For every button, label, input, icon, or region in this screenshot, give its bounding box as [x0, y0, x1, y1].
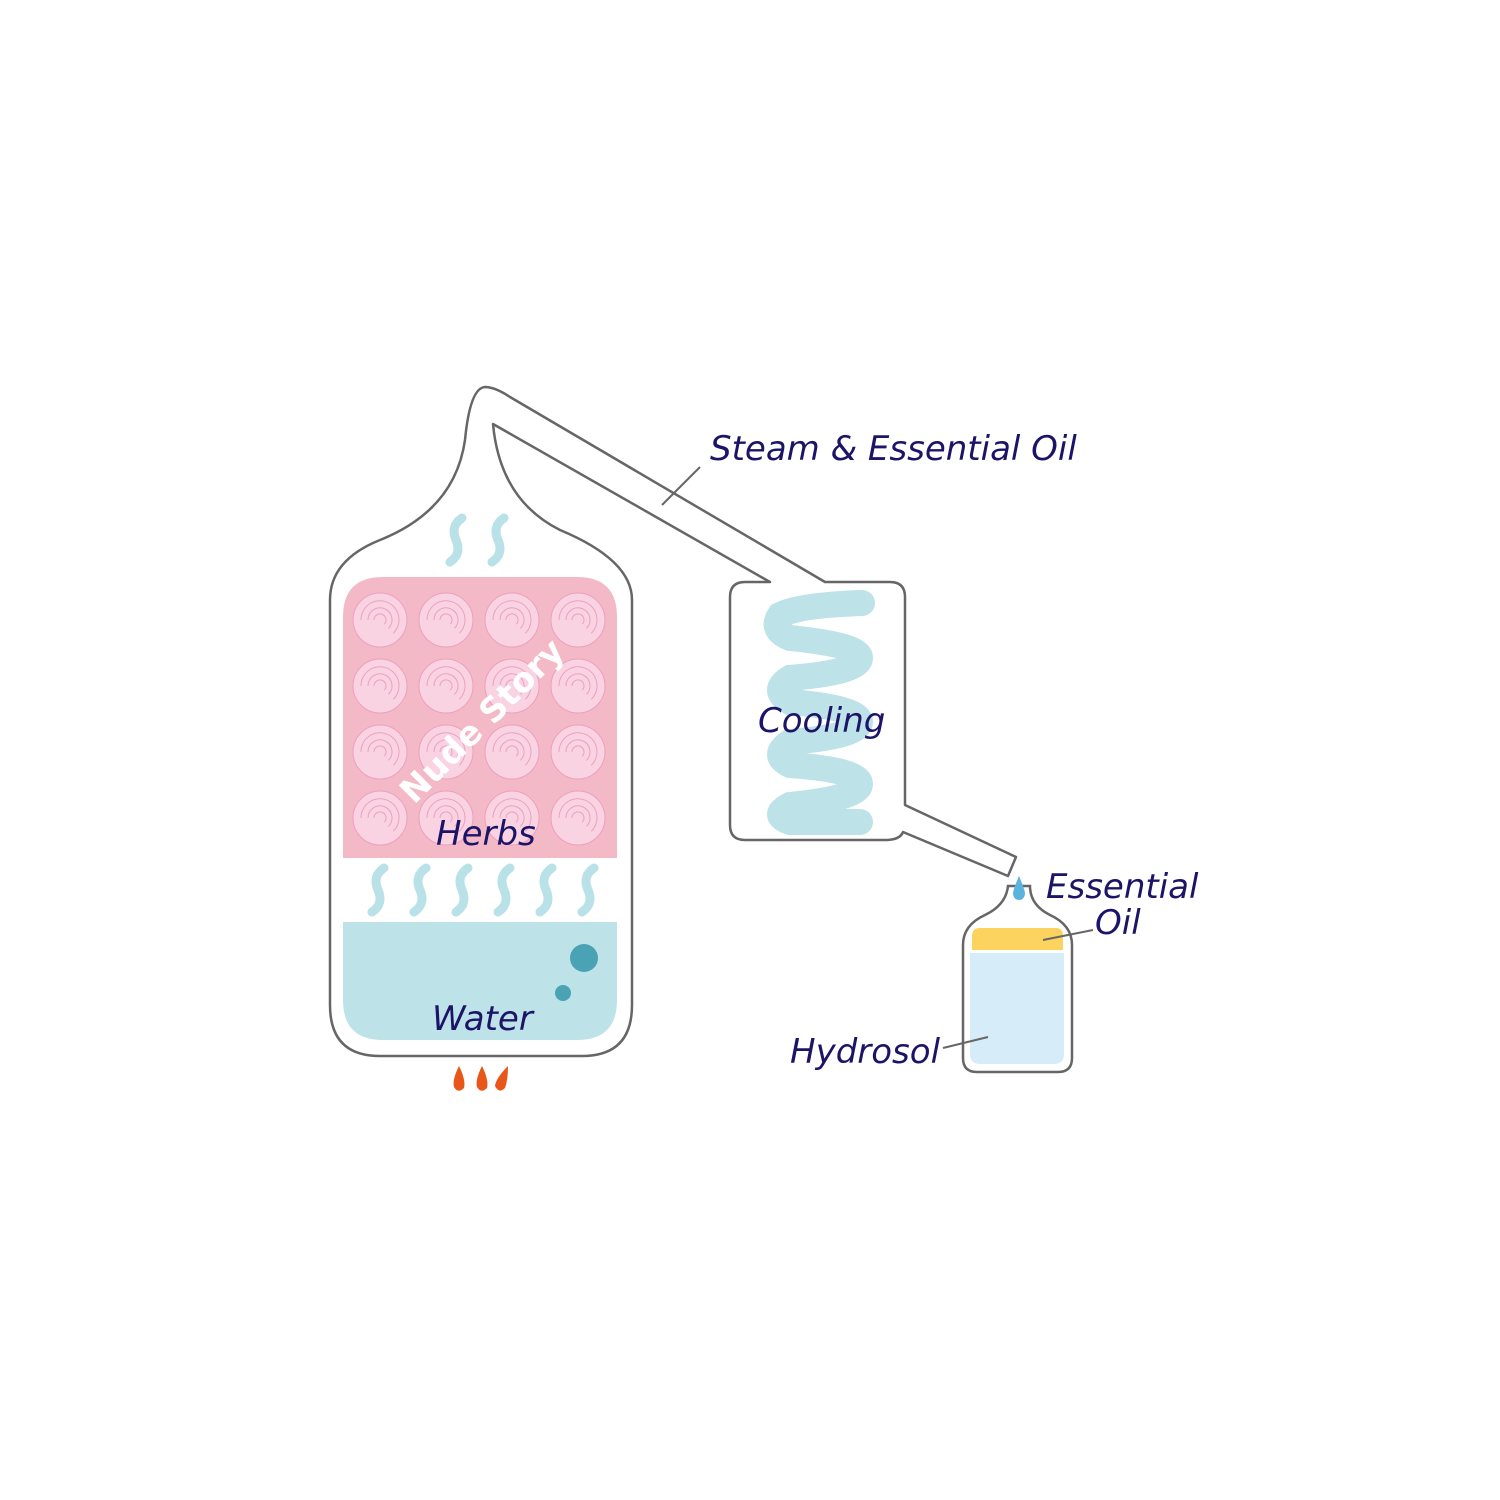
label-cooling: Cooling: [758, 701, 885, 741]
flame-icon: [495, 1066, 508, 1091]
flame-icon: [476, 1066, 488, 1091]
rose-icon: [550, 790, 606, 846]
rose-icon: [484, 592, 540, 648]
label-steam: Steam & Essential Oil: [710, 429, 1077, 469]
bubble-small: [555, 985, 571, 1001]
rose-icon: [418, 790, 474, 846]
rose-icon: [352, 592, 408, 648]
rose-icon: [484, 658, 540, 714]
rose-icon: [352, 724, 408, 780]
label-essential-oil-line1: Essential: [1046, 867, 1199, 907]
flame-icons: [453, 1066, 508, 1091]
rose-icon: [484, 790, 540, 846]
steam-wisp: [487, 513, 509, 567]
label-herbs: Herbs: [436, 814, 536, 854]
rose-icon: [352, 658, 408, 714]
steam-wisp: [493, 863, 515, 917]
steam-wisp: [535, 863, 557, 917]
steam-leader-line: [661, 466, 701, 506]
rose-icon: [418, 658, 474, 714]
leader-lines: [661, 466, 1094, 1049]
cooling-coil: [763, 590, 875, 835]
steam-wisp: [445, 513, 467, 567]
drop-icon: [1013, 876, 1025, 900]
steam-wisp: [577, 863, 599, 917]
rose-icon: [418, 592, 474, 648]
label-essential-oil-line2: Oil: [1095, 903, 1141, 943]
steam-wisp: [409, 863, 431, 917]
steam-wisps: [367, 513, 599, 917]
rose-icon: [550, 592, 606, 648]
rose-icon: [484, 724, 540, 780]
herbs-chamber: [343, 577, 617, 858]
label-hydrosol: Hydrosol: [790, 1032, 941, 1072]
rose-icon: [352, 790, 408, 846]
bubble-large: [570, 944, 598, 972]
rose-icon: [418, 724, 474, 780]
steam-wisp: [367, 863, 389, 917]
hydrosol-leader-line: [942, 1036, 989, 1049]
oil-leader-line: [1042, 929, 1094, 941]
oil-layer: [972, 928, 1063, 950]
water-chamber: [343, 922, 617, 1040]
flame-icon: [453, 1066, 465, 1091]
rose-icon: [550, 724, 606, 780]
steam-wisp: [451, 863, 473, 917]
label-water: Water: [432, 999, 535, 1039]
rose-icon: [550, 658, 606, 714]
hydrosol-layer: [970, 953, 1064, 1064]
rose-grid: [352, 592, 606, 846]
